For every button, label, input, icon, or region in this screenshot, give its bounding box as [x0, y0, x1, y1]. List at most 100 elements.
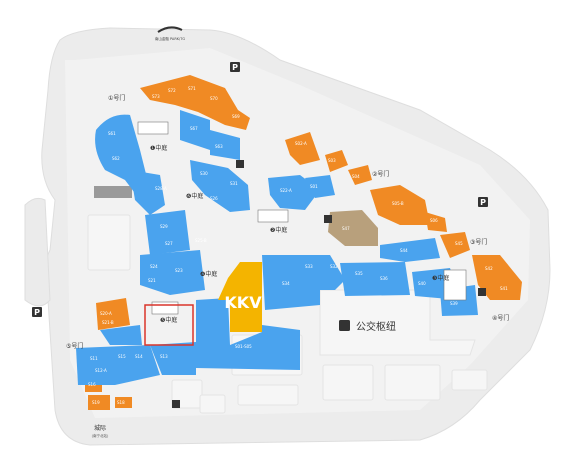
unit-label: S18 — [117, 400, 125, 405]
unit-label: S63 — [215, 144, 223, 149]
unit-label: S35 — [355, 271, 363, 276]
exit-2-label: ②号门 — [372, 170, 389, 178]
unit-label: S73 — [152, 94, 160, 99]
unit-label: S44 — [400, 248, 408, 253]
unit-label: S61 — [108, 131, 116, 136]
escalator — [443, 269, 467, 301]
unit-label: S62 — [112, 156, 120, 161]
unit-label: S13 — [160, 354, 168, 359]
store-block-blue — [190, 160, 250, 212]
court-6-label: ❻中庭 — [186, 192, 203, 200]
building-block — [384, 364, 441, 401]
court-3-label: ❸中庭 — [432, 274, 449, 282]
store-block-blue — [100, 325, 142, 345]
restroom-icon — [236, 160, 244, 168]
unit-label: S12-A — [95, 368, 107, 373]
building-block — [322, 364, 374, 401]
unit-label: S27 — [165, 241, 173, 246]
store-block-blue — [262, 255, 345, 310]
unit-label: S05-B — [392, 201, 404, 206]
unit-label: S21 — [148, 278, 156, 283]
unit-label: S70 — [210, 96, 218, 101]
store-block-blue — [196, 298, 300, 370]
store-block-tan — [328, 210, 378, 246]
store-block-blue — [76, 345, 160, 385]
building-block — [199, 394, 226, 414]
svg-text:P: P — [480, 198, 486, 207]
unit-label: S15 — [118, 354, 126, 359]
unit-label: S41 — [500, 286, 508, 291]
unit-label: S14 — [135, 354, 143, 359]
unit-label: S06 — [430, 218, 438, 223]
exit-1-label: ①号门 — [108, 94, 125, 102]
unit-label: S26 — [210, 196, 218, 201]
escalator — [257, 209, 289, 223]
court-1-label: ❶中庭 — [150, 144, 167, 152]
unit-label: S20-A — [100, 311, 112, 316]
unit-label: S31 — [230, 181, 238, 186]
restroom-icon — [172, 400, 180, 408]
store-block-orange — [88, 395, 110, 410]
exit-4-label: ④号门 — [492, 314, 509, 322]
parking-icon: P — [478, 197, 488, 207]
unit-label: S71 — [188, 86, 196, 91]
metro-sublabel: (南宁北站) — [92, 433, 109, 438]
unit-label: S67 — [190, 126, 198, 131]
store-block-blue — [140, 250, 205, 295]
store-block-blue — [145, 210, 190, 255]
parking-icon: P — [230, 62, 240, 72]
store-block-blue — [210, 130, 240, 160]
unit-label: S01-S05 — [235, 344, 252, 349]
store-block-orange — [425, 212, 447, 232]
store-block-orange — [370, 185, 430, 225]
unit-label: S29 — [160, 224, 168, 229]
highlighted-court[interactable] — [144, 304, 194, 346]
unit-label: S23 — [175, 268, 183, 273]
restroom-icon — [478, 288, 486, 296]
store-block-blue — [305, 175, 335, 198]
unit-label: S28-A — [155, 186, 167, 191]
store-block-blue — [130, 170, 165, 215]
unit-label: S36 — [380, 276, 388, 281]
unit-label: S39 — [450, 301, 458, 306]
building-block — [451, 369, 488, 391]
unit-label: S16 — [88, 382, 96, 387]
unit-label: S30 — [200, 171, 208, 176]
unit-label: S40 — [418, 281, 426, 286]
bus-hub-label: 公交枢纽 — [356, 320, 396, 333]
metro-label: 城际 — [94, 424, 106, 432]
unit-label: S32 — [330, 264, 338, 269]
bus-hub-icon — [339, 320, 350, 331]
mall-logo-icon: 南山金融 PARK/TG — [155, 26, 185, 41]
store-block-orange — [115, 397, 132, 408]
store-block-blue — [150, 342, 196, 375]
store-block-blue — [268, 175, 320, 210]
escalator — [137, 121, 169, 135]
store-block-blue — [340, 262, 410, 296]
store-block-orange — [96, 298, 130, 330]
restroom-icon — [324, 215, 332, 223]
store-block-orange — [140, 75, 250, 130]
unit-label: S47 — [342, 226, 350, 231]
escalator — [151, 301, 179, 315]
building-block — [87, 214, 131, 271]
unit-label: S21-B — [102, 320, 114, 325]
unit-label: S11 — [90, 356, 98, 361]
unit-label: S03 — [328, 158, 336, 163]
service-area — [94, 186, 132, 198]
svg-text:P: P — [34, 308, 40, 317]
store-block-blue — [180, 110, 210, 150]
store-block-blue — [380, 238, 440, 262]
unit-label: S22-A — [280, 188, 292, 193]
unit-label: S04 — [352, 174, 360, 179]
court-5-label: ❺中庭 — [160, 316, 177, 324]
unit-label: S34 — [282, 281, 290, 286]
unit-label: S45 — [455, 241, 463, 246]
unit-label: S72 — [168, 88, 176, 93]
svg-text:南山金融 PARK/TG: 南山金融 PARK/TG — [155, 36, 185, 41]
store-block-orange — [325, 150, 348, 172]
store-block-orange — [440, 232, 470, 258]
svg-text:P: P — [232, 63, 238, 72]
unit-label: S33 — [305, 264, 313, 269]
